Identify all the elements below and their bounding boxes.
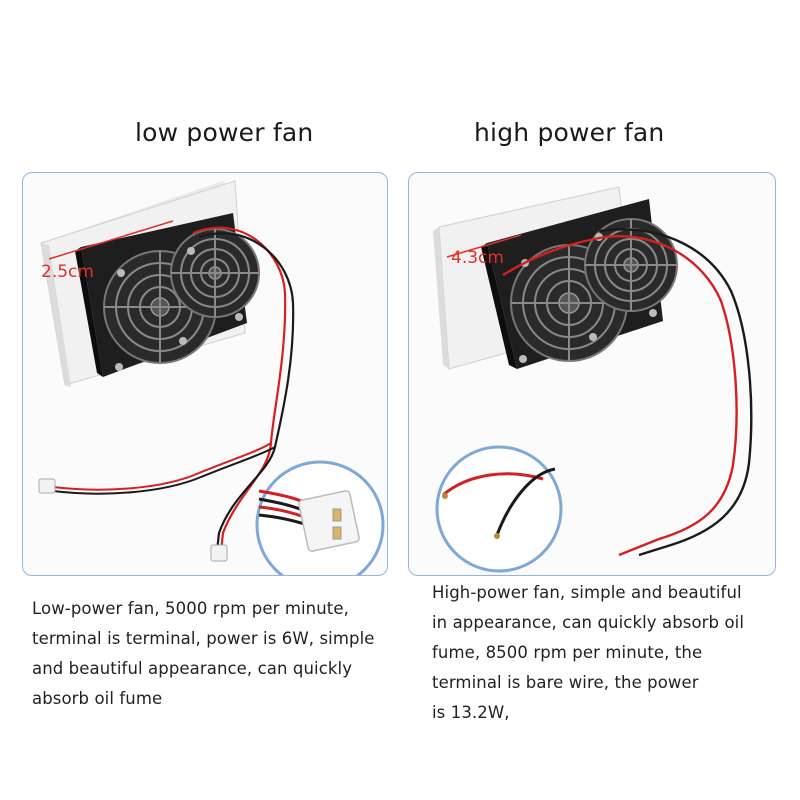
measurement-label: 4.3cm xyxy=(451,248,504,268)
low-power-fan-title: low power fan xyxy=(135,118,314,147)
description-line: in appearance, can quickly absorb oil xyxy=(432,613,745,632)
low-power-fan-description: Low-power fan, 5000 rpm per minute, term… xyxy=(32,594,392,714)
black-wire-lead xyxy=(52,446,276,495)
description-line: and beautiful appearance, can quickly xyxy=(32,659,353,678)
frame-side-edge xyxy=(433,227,449,369)
screw xyxy=(115,363,123,371)
high-power-fan-photo: 4.3cm xyxy=(408,172,776,576)
high-power-fan-illustration: 4.3cm xyxy=(433,186,753,573)
fan-housing-side xyxy=(481,243,517,369)
screw xyxy=(589,333,597,341)
measurement-line xyxy=(48,220,174,260)
high-power-fan-description: High-power fan, simple and beautiful in … xyxy=(432,578,772,728)
bare-wire-zoom-inset xyxy=(435,445,563,573)
screw xyxy=(235,313,243,321)
description-line: Low-power fan, 5000 rpm per minute, xyxy=(32,599,349,618)
fan-housing-side xyxy=(75,247,103,377)
fan-grille-right xyxy=(584,218,678,312)
low-power-fan-photo: 2.5cm xyxy=(22,172,388,576)
red-wire xyxy=(604,235,738,557)
high-power-fan-title: high power fan xyxy=(474,118,665,147)
description-line: terminal is bare wire, the power xyxy=(432,673,699,692)
screw xyxy=(117,269,125,277)
fan-grille-right xyxy=(170,228,260,318)
measurement-line xyxy=(446,234,522,258)
description-line: is 13.2W, xyxy=(432,703,510,722)
red-wire-top xyxy=(502,235,606,277)
description-line: High-power fan, simple and beautiful xyxy=(432,583,742,602)
frame-side-edge xyxy=(41,243,71,387)
description-line: fume, 8500 rpm per minute, the xyxy=(432,643,703,662)
terminal-connector xyxy=(38,478,56,494)
terminal-connector xyxy=(210,544,228,562)
description-line: absorb oil fume xyxy=(32,689,163,708)
connector-zoom-inset xyxy=(255,460,385,575)
black-wire xyxy=(198,232,295,552)
measurement-label: 2.5cm xyxy=(41,262,94,282)
black-wire xyxy=(598,228,753,557)
screw xyxy=(179,337,187,345)
screw xyxy=(187,247,195,255)
red-wire xyxy=(192,226,287,552)
description-line: terminal is terminal, power is 6W, simpl… xyxy=(32,629,375,648)
screw xyxy=(519,355,527,363)
screw xyxy=(649,309,657,317)
red-wire-lead xyxy=(52,442,272,491)
low-power-fan-illustration: 2.5cm xyxy=(38,180,385,575)
